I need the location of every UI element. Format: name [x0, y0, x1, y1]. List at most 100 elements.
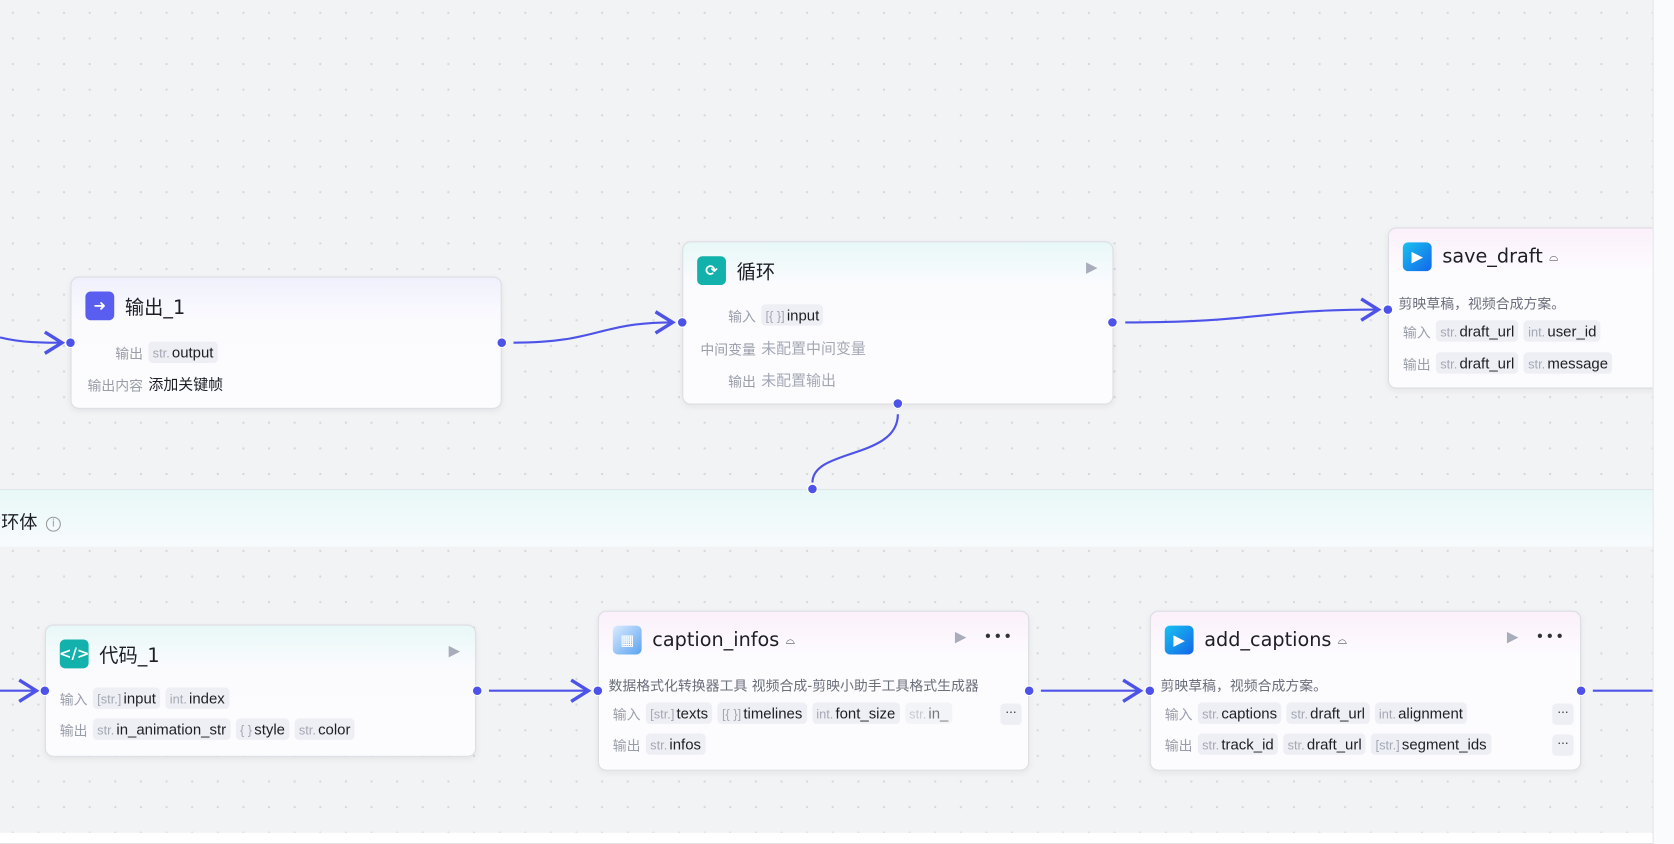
- param-name: segment_ids: [1401, 735, 1487, 753]
- loop-body-entry-port[interactable]: [807, 483, 818, 495]
- output-param-tag: { }style: [235, 718, 290, 740]
- input-param-tag: str.captions: [1197, 702, 1282, 724]
- node-description: 数据格式化转换器工具 视频合成-剪映小助手工具格式生成器: [608, 678, 979, 696]
- more-inputs-button[interactable]: ···: [1552, 703, 1574, 725]
- input-param-tag: str.in_: [904, 702, 953, 724]
- output-port[interactable]: [1575, 685, 1587, 697]
- node-add-captions[interactable]: ▶add_captions⌓ ▶••• 剪映草稿，视频合成方案。 输入 str.…: [1149, 610, 1582, 771]
- type-label: str.: [1202, 706, 1220, 722]
- output-port[interactable]: [1023, 685, 1035, 697]
- type-label: [{ }]: [721, 706, 742, 722]
- input-port[interactable]: [1382, 304, 1394, 315]
- input-param-tag: str.draft_url: [1435, 320, 1519, 342]
- type-label: int.: [1378, 706, 1396, 722]
- output-param-tag: str.color: [294, 718, 355, 740]
- output-port[interactable]: [1107, 317, 1118, 328]
- input-port[interactable]: [676, 317, 688, 328]
- param-name: track_id: [1221, 735, 1274, 753]
- input-param-tag: str.draft_url: [1286, 702, 1370, 724]
- output-param-tag: str.draft_url: [1283, 733, 1366, 755]
- node-description: 剪映草稿，视频合成方案。: [1398, 296, 1566, 313]
- type-label: str.: [1290, 706, 1309, 722]
- intermediate-label: 中间变量: [700, 342, 756, 359]
- data-converter-icon: ▦: [612, 625, 642, 655]
- output-param-tag: str.in_animation_str: [92, 718, 231, 740]
- node-caption-infos[interactable]: ▦caption_infos⌓ ▶••• 数据格式化转换器工具 视频合成-剪映小…: [597, 610, 1030, 771]
- input-label: 输入: [728, 309, 756, 326]
- output-value: 未配置输出: [761, 372, 836, 390]
- node-description: 剪映草稿，视频合成方案。: [1160, 678, 1328, 696]
- output-label: 输出: [612, 738, 641, 755]
- type-label: [str.]: [650, 706, 675, 722]
- edge-in-output1: [0, 330, 66, 355]
- loop-body-port[interactable]: [892, 398, 904, 409]
- type-label: str.: [97, 722, 115, 738]
- input-port[interactable]: [592, 685, 604, 697]
- exit-arrow-icon: ➜: [85, 291, 115, 321]
- loop-body-title-text: 循环体: [0, 512, 38, 534]
- input-port[interactable]: [65, 337, 76, 349]
- input-param-tag: int.index: [165, 687, 230, 709]
- run-icon[interactable]: ▶: [1085, 259, 1098, 277]
- more-inputs-button[interactable]: ···: [1000, 703, 1022, 725]
- code-icon: </>: [59, 639, 89, 669]
- loop-body-title: 循环体 i: [0, 507, 61, 534]
- plugin-icon: ⌓: [785, 632, 796, 647]
- input-param-tag: [{ }]timelines: [717, 702, 807, 724]
- intermediate-value: 未配置中间变量: [761, 340, 866, 358]
- input-port[interactable]: [1144, 685, 1156, 697]
- output-label: 输出: [728, 374, 756, 391]
- edge-output1-loop: [513, 310, 676, 344]
- right-panel-edge: [1652, 0, 1674, 844]
- output-port[interactable]: [471, 685, 483, 697]
- type-label: [str.]: [97, 691, 122, 707]
- param-name: color: [318, 720, 351, 738]
- input-param-tag: int.font_size: [811, 702, 900, 724]
- input-port[interactable]: [39, 685, 51, 697]
- param-name: draft_url: [1459, 322, 1515, 340]
- node-loop[interactable]: ⟳循环 ▶ 输入[{ }]input 中间变量未配置中间变量 输出未配置输出: [682, 241, 1114, 405]
- output-param-tag: str.track_id: [1197, 733, 1278, 755]
- info-icon[interactable]: i: [45, 516, 61, 532]
- more-outputs-button[interactable]: ···: [1552, 734, 1574, 756]
- more-icon[interactable]: •••: [983, 628, 1014, 646]
- type-label: { }: [239, 722, 253, 738]
- param-name: texts: [676, 704, 709, 722]
- node-title: save_draft: [1442, 245, 1543, 268]
- type-label: str.: [1440, 324, 1458, 340]
- more-icon[interactable]: •••: [1535, 628, 1566, 646]
- output-param-tag: str.draft_url: [1435, 352, 1519, 374]
- input-param-tag: int.alignment: [1374, 702, 1468, 724]
- run-icon[interactable]: ▶: [1506, 628, 1519, 646]
- type-label: str.: [1440, 356, 1458, 372]
- input-label: 输入: [59, 692, 88, 709]
- type-label: int.: [1528, 324, 1546, 340]
- run-icon[interactable]: ▶: [448, 642, 461, 660]
- jianying-play-icon: ▶: [1402, 242, 1432, 272]
- type-label: str.: [298, 722, 316, 738]
- param-name: infos: [669, 735, 701, 753]
- run-icon[interactable]: ▶: [954, 628, 967, 646]
- plugin-icon: ⌓: [1337, 632, 1348, 647]
- output-label: 输出: [59, 723, 88, 740]
- loop-body-header[interactable]: 循环体 i: [0, 488, 1653, 547]
- type-label: int.: [169, 691, 187, 707]
- param-name: captions: [1221, 704, 1278, 722]
- output-port[interactable]: [496, 337, 508, 349]
- param-name: user_id: [1547, 322, 1597, 340]
- type-label: int.: [816, 706, 834, 722]
- input-label: 输入: [1402, 325, 1431, 342]
- input-label: 输入: [612, 707, 641, 724]
- input-label: 输入: [1164, 707, 1193, 724]
- output-label: 输出: [1402, 357, 1431, 374]
- input-param-tag: [str.]input: [92, 687, 161, 709]
- node-code-1[interactable]: </>代码_1 ▶ 输入 [str.]input int.index 输出 st…: [44, 624, 477, 757]
- input-param-tag: [{ }]input: [761, 304, 824, 326]
- node-save-draft[interactable]: ▶save_draft⌓ 剪映草稿，视频合成方案。 输入 str.draft_u…: [1387, 227, 1666, 389]
- node-title: 循环: [736, 261, 776, 284]
- edge-loop-body: [811, 414, 899, 483]
- param-name: font_size: [835, 704, 896, 722]
